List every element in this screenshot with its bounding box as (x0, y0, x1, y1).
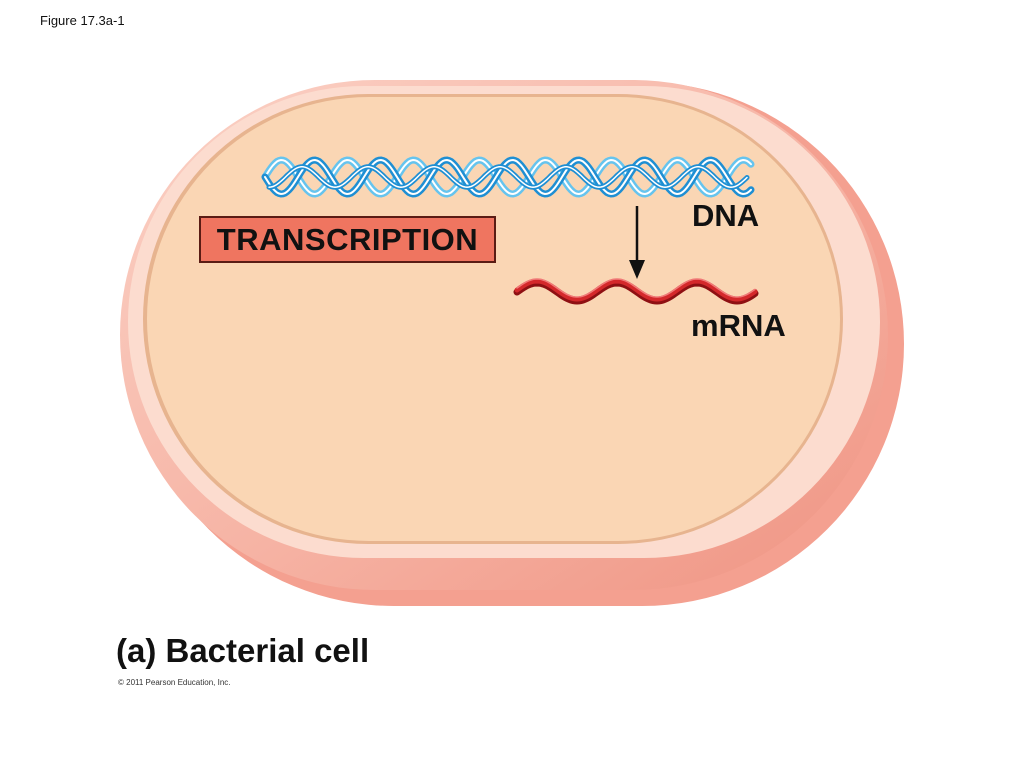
transcription-label: TRANSCRIPTION (199, 216, 496, 263)
dna-label: DNA (692, 198, 760, 233)
mrna-label: mRNA (691, 308, 786, 343)
down-arrow-icon (629, 206, 645, 279)
copyright-notice: © 2011 Pearson Education, Inc. (118, 678, 231, 687)
figure-label: Figure 17.3a-1 (40, 13, 125, 28)
dna-strand-back-highlight (264, 158, 752, 196)
dna-helix-icon (261, 156, 755, 198)
mrna-ribbon (514, 278, 758, 302)
cytoplasm (147, 97, 840, 541)
mrna-ribbon-highlight (516, 278, 756, 298)
mrna-strand-icon (513, 278, 759, 305)
dna-strand-front-highlight (264, 158, 752, 196)
figure-caption: (a) Bacterial cell (116, 632, 370, 669)
dna-strand-inner-highlight (268, 166, 748, 188)
